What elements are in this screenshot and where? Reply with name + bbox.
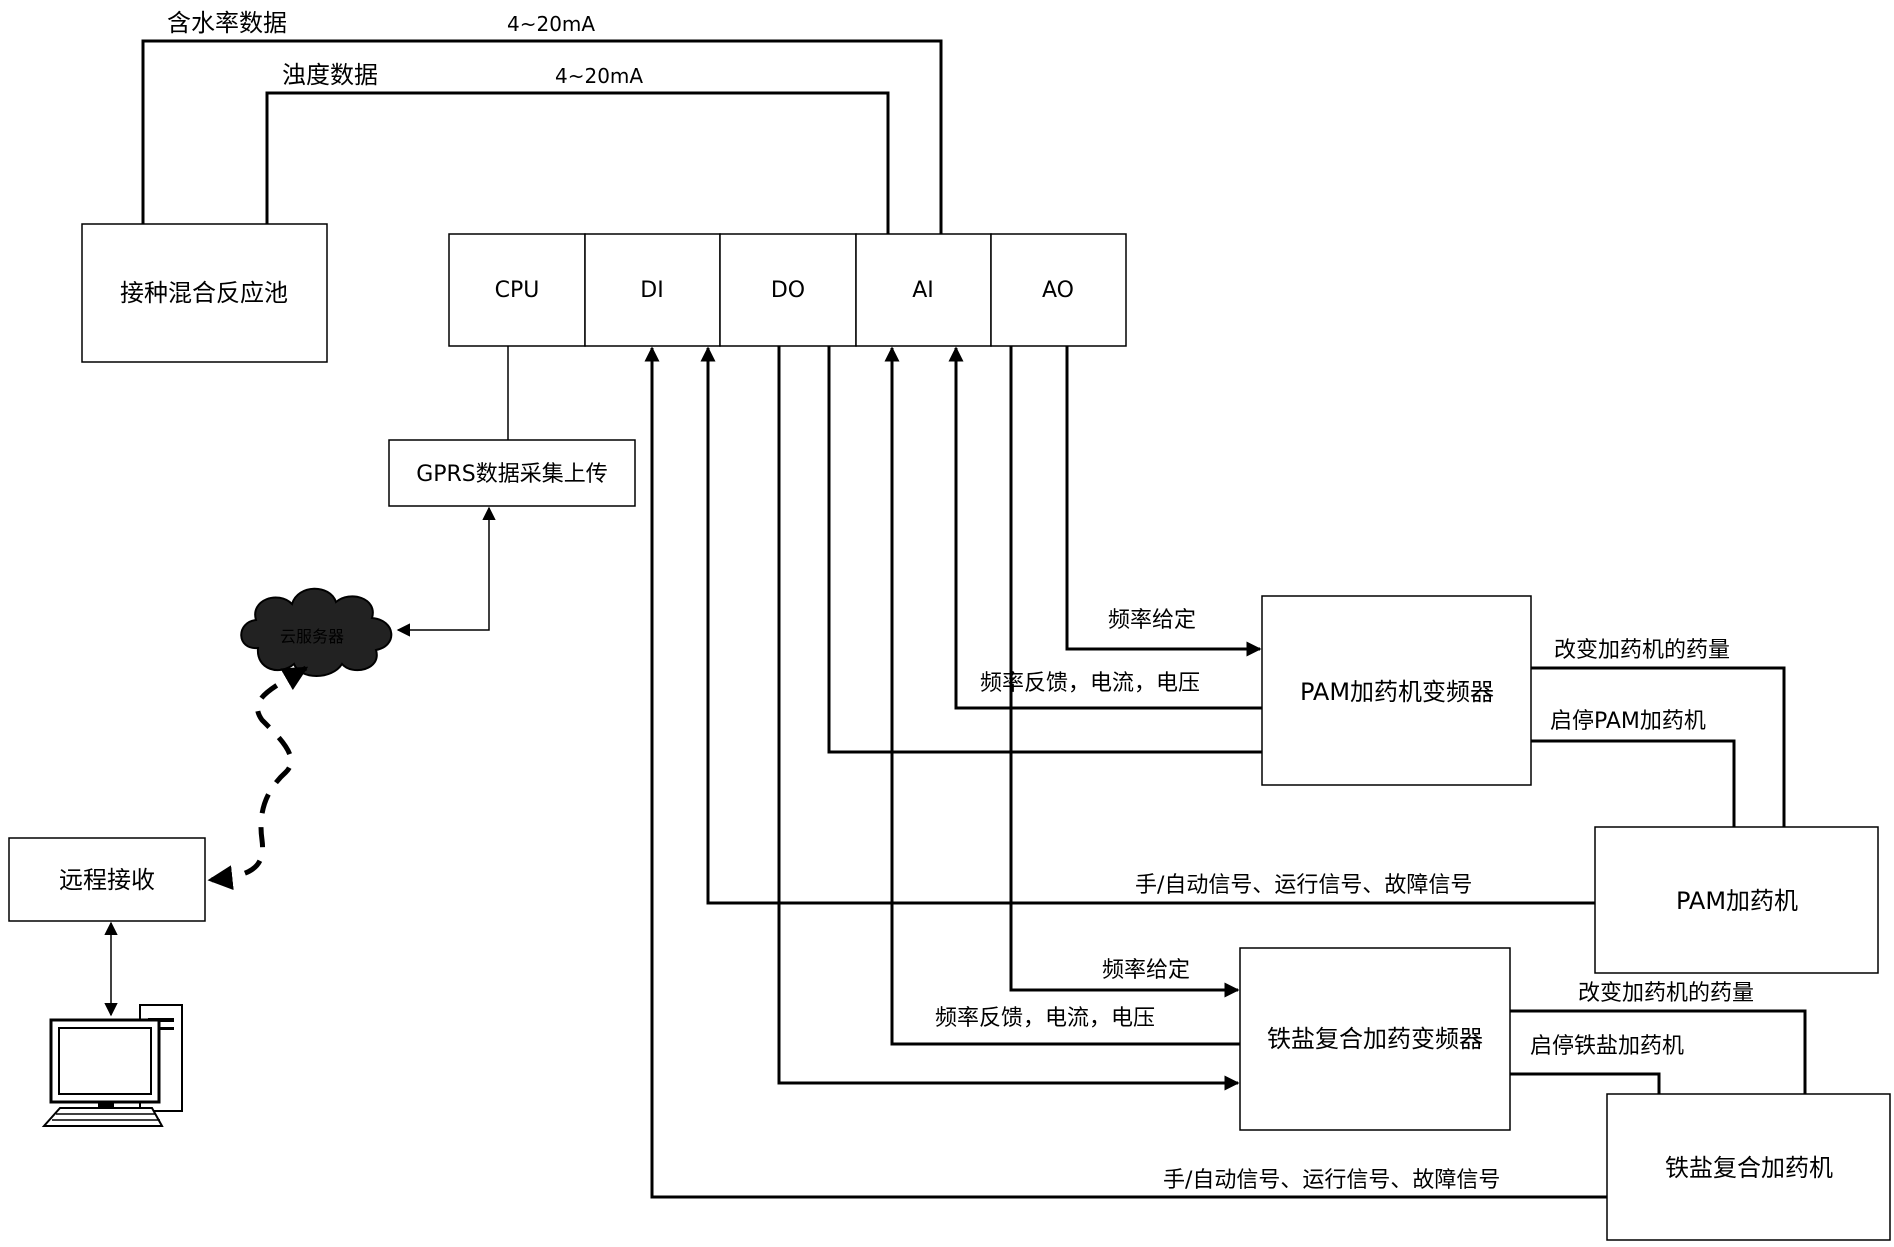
iron-dosing-box [1606, 1093, 1891, 1241]
moisture-current-label: 4~20mA [507, 12, 595, 36]
iron-status-line [644, 346, 1607, 1199]
iron-inverter-box [1239, 947, 1511, 1131]
plc-cpu-label: CPU [495, 278, 540, 303]
iron-change-dose-label: 改变加药机的药量 [1578, 981, 1754, 1006]
pam-freq-set-label: 频率给定 [1108, 608, 1196, 633]
iron-feedback-label: 频率反馈，电流，电压 [935, 1006, 1155, 1031]
pam-status-label: 手/自动信号、运行信号、故障信号 [1135, 873, 1472, 898]
pam-freq-set-line [1065, 346, 1262, 657]
plc-rack: CPU DI DO AI AO [448, 233, 1127, 347]
plc-module-cpu [448, 233, 586, 347]
reactor-label: 接种混合反应池 [120, 279, 288, 307]
pam-feedback-label: 频率反馈，电流，电压 [980, 671, 1200, 696]
remote-receive-box [8, 837, 206, 922]
pam-dosing-box [1594, 826, 1879, 974]
iron-inverter-label: 铁盐复合加药变频器 [1267, 1025, 1483, 1053]
iron-freq-set-line [1009, 346, 1240, 998]
reactor-box [81, 223, 328, 363]
pam-dosing-label: PAM加药机 [1676, 887, 1798, 915]
pam-feedback-line [948, 346, 1262, 710]
pam-inverter-box [1261, 595, 1532, 786]
remote-receive-label: 远程接收 [59, 866, 155, 894]
turbidity-data-label: 浊度数据 [282, 61, 378, 89]
iron-freq-set-label: 频率给定 [1102, 958, 1190, 983]
turbidity-current-label: 4~20mA [555, 64, 643, 88]
computer-icon [41, 1004, 183, 1127]
pam-inverter-label: PAM加药机变频器 [1300, 678, 1494, 706]
pam-start-stop-command-line [827, 346, 1262, 754]
moisture-signal-line [141, 39, 943, 234]
wireless-link [207, 665, 309, 891]
plc-module-do [719, 233, 857, 347]
pam-change-dose-label: 改变加药机的药量 [1554, 638, 1730, 663]
plc-module-ao [990, 233, 1127, 347]
iron-dosing-label: 铁盐复合加药机 [1665, 1154, 1833, 1182]
pam-start-stop-line [1531, 739, 1736, 827]
plc-di-label: DI [640, 278, 663, 303]
pam-start-stop-label: 启停PAM加药机 [1550, 709, 1706, 734]
iron-feedback-line [884, 346, 1240, 1046]
iron-start-stop-command-line [777, 346, 1240, 1091]
moisture-data-label: 含水率数据 [167, 9, 287, 37]
gprs-box [388, 439, 636, 507]
cloud-icon: 云服务器 [240, 587, 393, 677]
plc-module-ai [855, 233, 992, 347]
iron-start-stop-line [1510, 1072, 1661, 1094]
turbidity-signal-line [265, 91, 890, 234]
iron-start-stop-label: 启停铁盐加药机 [1530, 1034, 1684, 1059]
plc-module-di [584, 233, 721, 347]
plc-do-label: DO [771, 278, 805, 303]
plc-ai-label: AI [912, 278, 934, 303]
cloud-server-text: 云服务器 [280, 627, 344, 646]
pam-change-dose-line [1531, 666, 1786, 827]
gprs-label: GPRS数据采集上传 [416, 462, 608, 487]
plc-ao-label: AO [1042, 278, 1074, 303]
gprs-cloud-link [396, 506, 496, 637]
iron-status-label: 手/自动信号、运行信号、故障信号 [1163, 1168, 1500, 1193]
iron-change-dose-line [1510, 1009, 1807, 1094]
pam-status-line [700, 346, 1595, 905]
